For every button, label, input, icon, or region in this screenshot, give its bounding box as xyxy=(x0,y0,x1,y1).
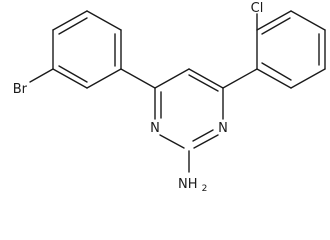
bond-right-ring-5-double xyxy=(261,17,291,35)
bond-n1-c2 xyxy=(193,134,219,149)
bond-c6-phenyl-right xyxy=(222,68,258,89)
bond-c4-c5 xyxy=(154,68,190,89)
bond-left-ring-5 xyxy=(52,68,88,89)
amine-subscript-text: 2 xyxy=(202,184,208,194)
bond-right-ring-1 xyxy=(256,68,292,89)
chemical-structure-diagram: Br Cl N N NH 2 xyxy=(13,1,326,194)
bond-c5-c6-double xyxy=(188,74,219,92)
bond-left-ring-3 xyxy=(52,10,88,31)
bond-c4-phenyl-left xyxy=(120,68,156,89)
bond-left-ring-5-double xyxy=(58,65,88,83)
amine-nh-text: NH xyxy=(178,177,198,192)
bond-left-ring-6 xyxy=(86,68,122,89)
bond-carbon-bromine xyxy=(29,68,54,83)
bond-right-ring-2 xyxy=(290,68,326,89)
ring-nitrogen-right-label: N xyxy=(218,121,228,136)
amine-group-label: NH 2 xyxy=(178,177,207,194)
bond-right-ring-5 xyxy=(256,10,292,31)
bromophenyl-ring xyxy=(29,10,156,89)
bond-right-ring-1-double xyxy=(261,62,292,81)
bond-left-ring-3-double xyxy=(58,17,88,35)
chlorine-atom-label: Cl xyxy=(251,1,264,16)
bond-right-ring-4 xyxy=(290,10,326,31)
bond-left-ring-2 xyxy=(86,10,122,31)
bond-c5-c6 xyxy=(188,68,224,89)
chlorophenyl-ring xyxy=(222,10,326,89)
bromine-atom-label: Br xyxy=(13,82,28,97)
bond-c2-n3 xyxy=(159,134,185,149)
pyrimidine-ring xyxy=(154,68,224,149)
bond-n1-c2-double xyxy=(192,129,214,142)
ring-nitrogen-left-label: N xyxy=(150,121,160,136)
